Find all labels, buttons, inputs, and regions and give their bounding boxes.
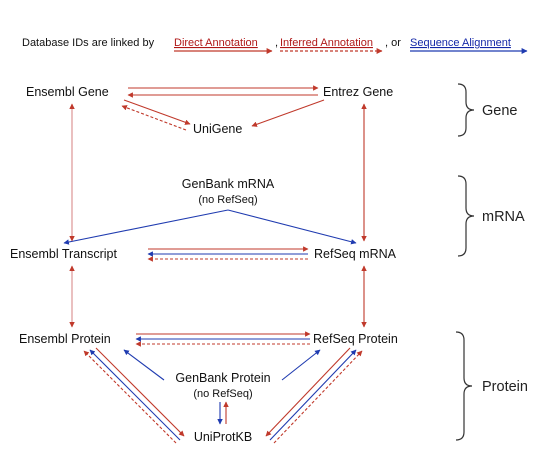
legend-inferred-annotation: Inferred Annotation [280,37,373,49]
protein-brace [455,331,473,441]
node-refseq-mrna: RefSeq mRNA [314,247,397,261]
legend-separator-1: , [275,37,278,49]
edge-genbank-mrna-to-refseq-mrna [227,209,357,245]
edge-entrez-gene-to-unigene [251,99,325,127]
node-ensembl-transcript: Ensembl Transcript [10,247,118,261]
edge-uniprotkb-to-refseq-protein-inferred [273,350,363,444]
edge-genbank-protein-to-ensembl-protein [123,349,165,381]
legend-direct-annotation: Direct Annotation [174,37,258,49]
group-label-mrna: mRNA [482,209,525,225]
node-ensembl-gene: Ensembl Gene [26,85,109,99]
edge-unigene-to-ensembl-gene [121,105,187,131]
node-refseq-protein: RefSeq Protein [313,332,398,346]
edge-refseq-protein-to-uniprotkb [265,347,351,437]
group-braces: Gene mRNA Protein [455,83,528,441]
edge-ensembl-gene-to-unigene [123,99,191,125]
group-label-gene: Gene [482,103,517,119]
node-genbank-protein: GenBank Protein [175,371,270,385]
legend: Database IDs are linked by Direct Annota… [22,37,528,54]
edge-ensembl-protein-to-uniprotkb [95,347,185,437]
node-genbank-protein-note: (no RefSeq) [193,388,252,400]
node-ensembl-protein: Ensembl Protein [19,332,111,346]
legend-prefix: Database IDs are linked by [22,37,155,49]
legend-separator-2: , or [385,37,401,49]
mrna-brace [457,175,475,257]
edge-genbank-mrna-to-ensembl-transcript [63,209,229,245]
edge-uniprotkb-to-ensembl-protein-seq [89,349,181,441]
node-entrez-gene: Entrez Gene [323,85,393,99]
gene-brace [457,83,475,137]
edge-uniprotkb-to-ensembl-protein-inferred [83,350,177,444]
group-label-protein: Protein [482,379,528,395]
node-unigene: UniGene [193,122,242,136]
legend-sequence-alignment: Sequence Alignment [410,37,511,49]
node-genbank-mrna-note: (no RefSeq) [198,194,257,206]
node-uniprotkb: UniProtKB [194,430,252,444]
nodes: Ensembl Gene Entrez Gene UniGene GenBank… [10,85,398,444]
edges [63,85,367,444]
node-genbank-mrna: GenBank mRNA [182,177,275,191]
edge-uniprotkb-to-refseq-protein-seq [269,349,357,441]
edge-genbank-protein-to-refseq-protein [281,349,321,381]
